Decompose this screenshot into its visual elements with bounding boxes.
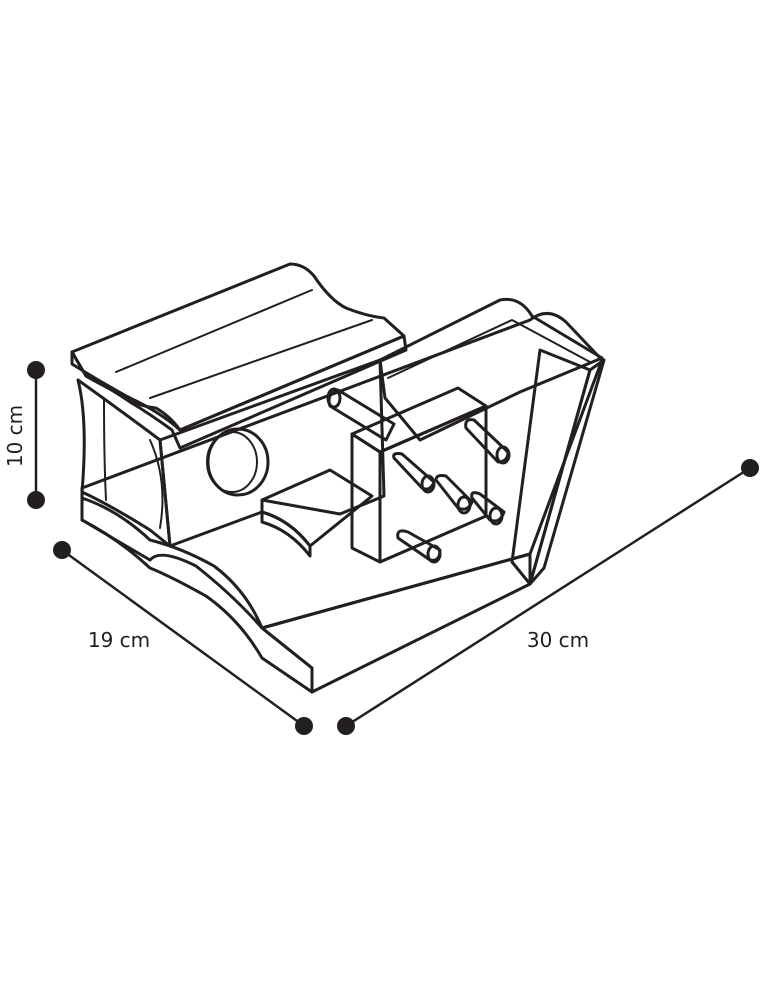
- peg-middle-left-end: [420, 474, 436, 494]
- roof-groove-2: [149, 319, 373, 399]
- roof-groove-1: [115, 289, 313, 373]
- house-side-inner-arch: [149, 439, 164, 529]
- ramp-end-face: [510, 348, 592, 586]
- width-dimension-line: [344, 466, 752, 728]
- wooden-toy-house-illustration: [70, 262, 606, 694]
- depth-dimension-line: [60, 548, 306, 728]
- depth-dimension-dot-start: [53, 541, 71, 559]
- peg-middle-center-end: [456, 495, 472, 515]
- height-dimension-dot-top: [27, 361, 45, 379]
- peg-middle-right-end: [488, 506, 504, 526]
- perch-pegs: [326, 387, 511, 564]
- ramp-end-panel: [528, 358, 606, 586]
- depth-dimension-dot-end: [295, 717, 313, 735]
- front-ledge-side: [260, 510, 312, 558]
- entrance-hole: [206, 431, 258, 493]
- roof-front-edge: [70, 334, 408, 450]
- height-dimension-label: 10 cm: [3, 405, 27, 467]
- width-dimension-dot-start: [337, 717, 355, 735]
- width-dimension: 30 cm: [337, 459, 759, 735]
- height-dimension-dot-bottom: [27, 491, 45, 509]
- upper-deck: [378, 297, 604, 442]
- peg-top-right-end: [495, 445, 511, 465]
- height-dimension: 10 cm: [3, 361, 45, 509]
- upper-deck-edge: [387, 319, 591, 379]
- width-dimension-dot-end: [741, 459, 759, 477]
- peg-bottom-end: [426, 544, 442, 564]
- base-right-side: [260, 552, 532, 694]
- depth-dimension-label: 19 cm: [88, 628, 150, 652]
- peg-middle-right: [470, 491, 506, 523]
- peg-middle-left: [392, 452, 436, 491]
- depth-dimension: 19 cm: [53, 541, 313, 735]
- house-front-wall: [158, 358, 386, 548]
- house-side-wall: [76, 378, 172, 548]
- house-side-inner: [103, 399, 107, 501]
- peg-rear-long-end: [326, 387, 342, 409]
- width-dimension-label: 30 cm: [527, 628, 589, 652]
- base-top-face: [80, 312, 604, 630]
- peg-middle-center: [434, 474, 474, 511]
